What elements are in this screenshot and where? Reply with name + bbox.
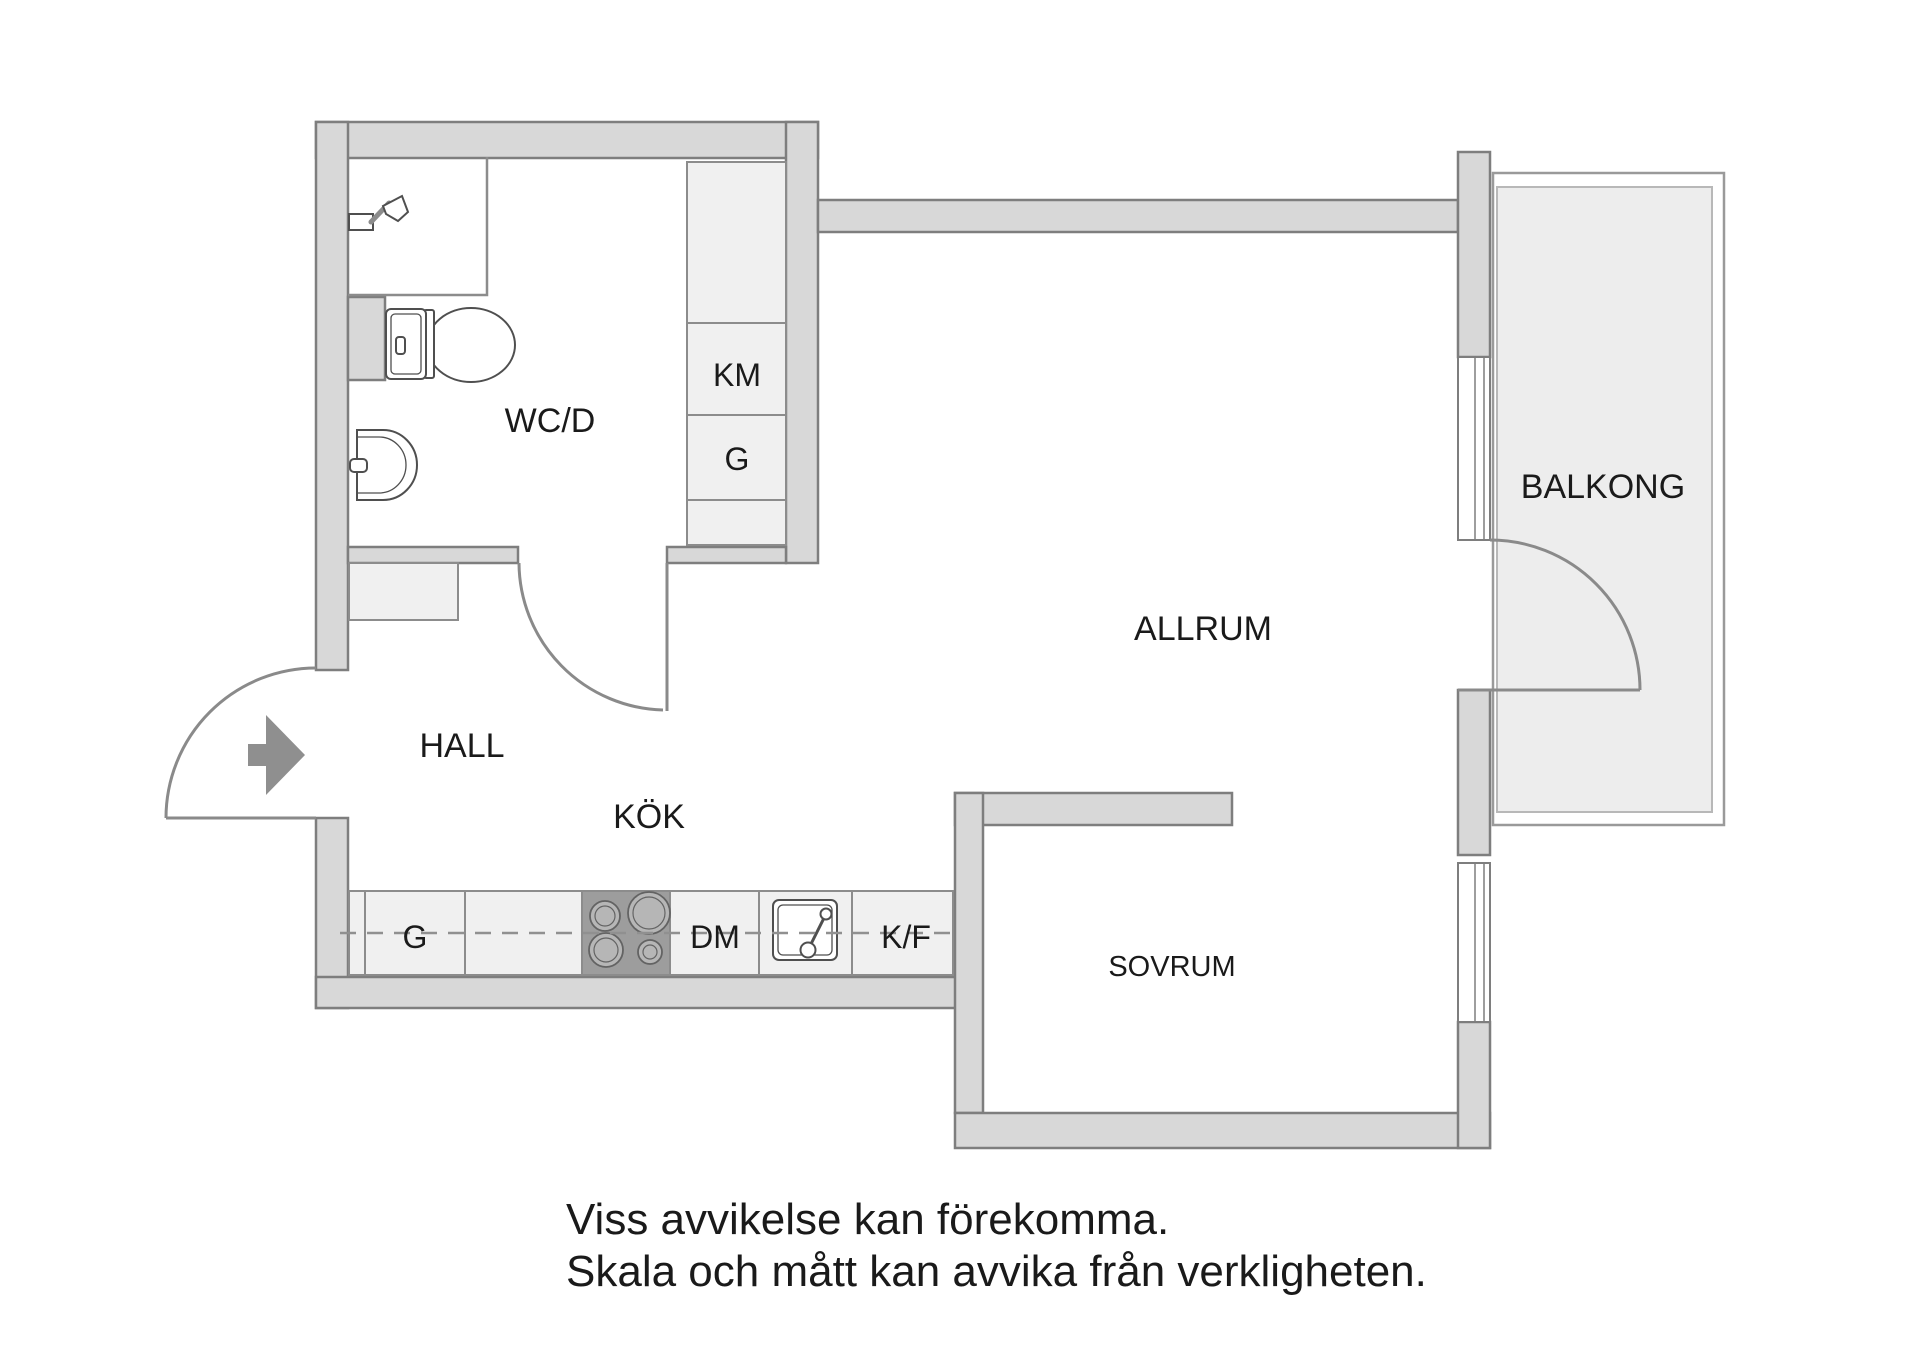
room-label-allrum: ALLRUM xyxy=(1134,610,1272,648)
flush-button xyxy=(395,336,406,355)
entrance-arrow-icon xyxy=(248,715,305,795)
wall-right-lower xyxy=(1456,1020,1492,1150)
wall-top-allrum xyxy=(816,198,1460,234)
stove-burners xyxy=(588,891,671,968)
kitchen-label-g: G xyxy=(403,919,428,955)
room-labels: WC/D KM G BALKONG ALLRUM HALL KÖK G DM K… xyxy=(403,357,1686,983)
burner-icon xyxy=(627,891,671,935)
sink-bowl-inner xyxy=(357,436,407,494)
window-sovrum xyxy=(1457,862,1491,1023)
hall-nook xyxy=(348,562,459,621)
room-label-hall: HALL xyxy=(419,727,504,765)
window-frame xyxy=(1457,356,1491,541)
kitchen-dishwasher xyxy=(669,890,760,976)
closet-km xyxy=(686,322,787,416)
sink-tap xyxy=(349,458,368,473)
room-label-wcd: WC/D xyxy=(505,402,596,440)
balcony xyxy=(1491,171,1726,827)
wall-sovrum-top xyxy=(953,791,1234,827)
kitchen-sink-icon xyxy=(772,899,838,961)
room-label-balkong: BALKONG xyxy=(1521,468,1685,506)
disclaimer-line-1: Viss avvikelse kan förekomma. xyxy=(566,1195,1169,1244)
sink-bowl xyxy=(356,429,418,501)
balcony-outer-edge xyxy=(1491,171,1726,827)
window-allrum xyxy=(1457,356,1491,541)
burner-icon xyxy=(637,939,663,965)
toilet-bowl xyxy=(426,307,516,383)
wall-right-pillar-upper xyxy=(1456,150,1492,359)
disclaimer-line-2: Skala och mått kan avvika från verklighe… xyxy=(566,1247,1427,1296)
shower-head xyxy=(381,194,410,223)
balcony-door xyxy=(1458,538,1642,692)
closet-g xyxy=(686,414,787,501)
wcd-door xyxy=(517,562,669,712)
cabinets xyxy=(348,161,954,976)
wall-left-upper xyxy=(314,120,350,672)
burner-ring-icon xyxy=(593,937,619,963)
burner-icon xyxy=(589,900,621,932)
toilet-icon xyxy=(385,307,516,383)
doors xyxy=(164,538,1642,820)
wall-right-pillar-mid xyxy=(1456,688,1492,857)
closet-tall xyxy=(686,161,787,324)
walls xyxy=(314,120,1492,1150)
wall-sovrum-bottom xyxy=(953,1111,1492,1150)
entrance-door xyxy=(164,666,317,820)
closet-label-g: G xyxy=(725,441,750,477)
closet-label-km: KM xyxy=(713,357,761,393)
burner-ring-icon xyxy=(594,905,616,927)
toilet-tank-inner xyxy=(390,313,422,375)
shower-icon xyxy=(348,194,410,231)
wall-sovrum-left xyxy=(953,791,985,1115)
closet-low xyxy=(686,499,787,546)
burner-ring-icon xyxy=(642,944,658,960)
balcony-floor xyxy=(1496,186,1713,813)
faucet-base xyxy=(819,907,833,921)
room-label-kok: KÖK xyxy=(613,798,685,836)
wall-wcd-south-left xyxy=(346,545,520,565)
drain xyxy=(799,941,817,959)
kitchen-label-dm: DM xyxy=(690,919,740,955)
window-frame xyxy=(1457,862,1491,1023)
kitchen-label-kf: K/F xyxy=(881,919,931,955)
disclaimer: Viss avvikelse kan förekomma. Skala och … xyxy=(566,1195,1427,1296)
burner-ring-icon xyxy=(632,896,666,930)
bathroom-sink-icon xyxy=(349,429,418,501)
door-swing-arc xyxy=(164,666,317,819)
room-label-sovrum: SOVRUM xyxy=(1108,951,1235,983)
wall-bottom-kitchen xyxy=(314,975,958,1010)
wall-wcd-south-right xyxy=(665,545,788,565)
shower-enclosure xyxy=(348,157,489,297)
wall-top-wcd xyxy=(314,120,820,160)
door-swing-arc xyxy=(1489,538,1642,691)
wall-wcd-stub xyxy=(346,295,387,382)
door-swing-arc xyxy=(517,562,664,712)
wall-closet-right xyxy=(784,120,820,565)
windows xyxy=(1457,356,1491,1023)
